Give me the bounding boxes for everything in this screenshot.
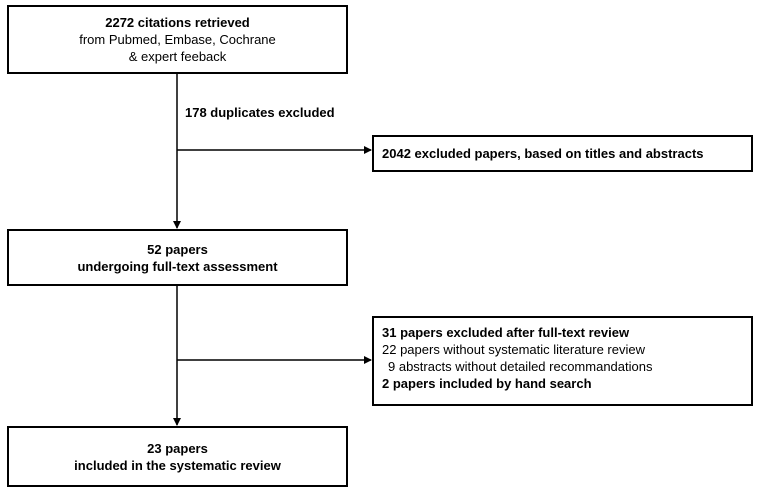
citations-retrieved-title: 2272 citations retrieved xyxy=(105,15,250,30)
citations-expert-feedback: & expert feeback xyxy=(128,49,227,64)
duplicates-excluded-label: 178 duplicates excluded xyxy=(185,105,335,120)
excluded-no-systematic-review: 22 papers without systematic literature … xyxy=(382,342,646,357)
included-hand-search: 2 papers included by hand search xyxy=(382,376,592,391)
box-citations-retrieved: 2272 citations retrieved from Pubmed, Em… xyxy=(7,5,348,74)
box-excluded-titles-abstracts: 2042 excluded papers, based on titles an… xyxy=(372,135,753,172)
included-review-label: included in the systematic review xyxy=(74,458,281,473)
fulltext-assessment-label: undergoing full-text assessment xyxy=(77,259,278,274)
fulltext-papers-count: 52 papers xyxy=(147,242,208,257)
excluded-titles-abstracts-text: 2042 excluded papers, based on titles an… xyxy=(382,146,704,161)
citations-sources: from Pubmed, Embase, Cochrane xyxy=(79,32,276,47)
box-included-review: 23 papers included in the systematic rev… xyxy=(7,426,348,487)
included-papers-count: 23 papers xyxy=(147,441,208,456)
box-fulltext-assessment: 52 papers undergoing full-text assessmen… xyxy=(7,229,348,286)
box-excluded-fulltext: 31 papers excluded after full-text revie… xyxy=(372,316,753,406)
excluded-fulltext-title: 31 papers excluded after full-text revie… xyxy=(382,325,630,340)
excluded-abstracts-no-recommendations: 9 abstracts without detailed recommandat… xyxy=(388,359,653,374)
